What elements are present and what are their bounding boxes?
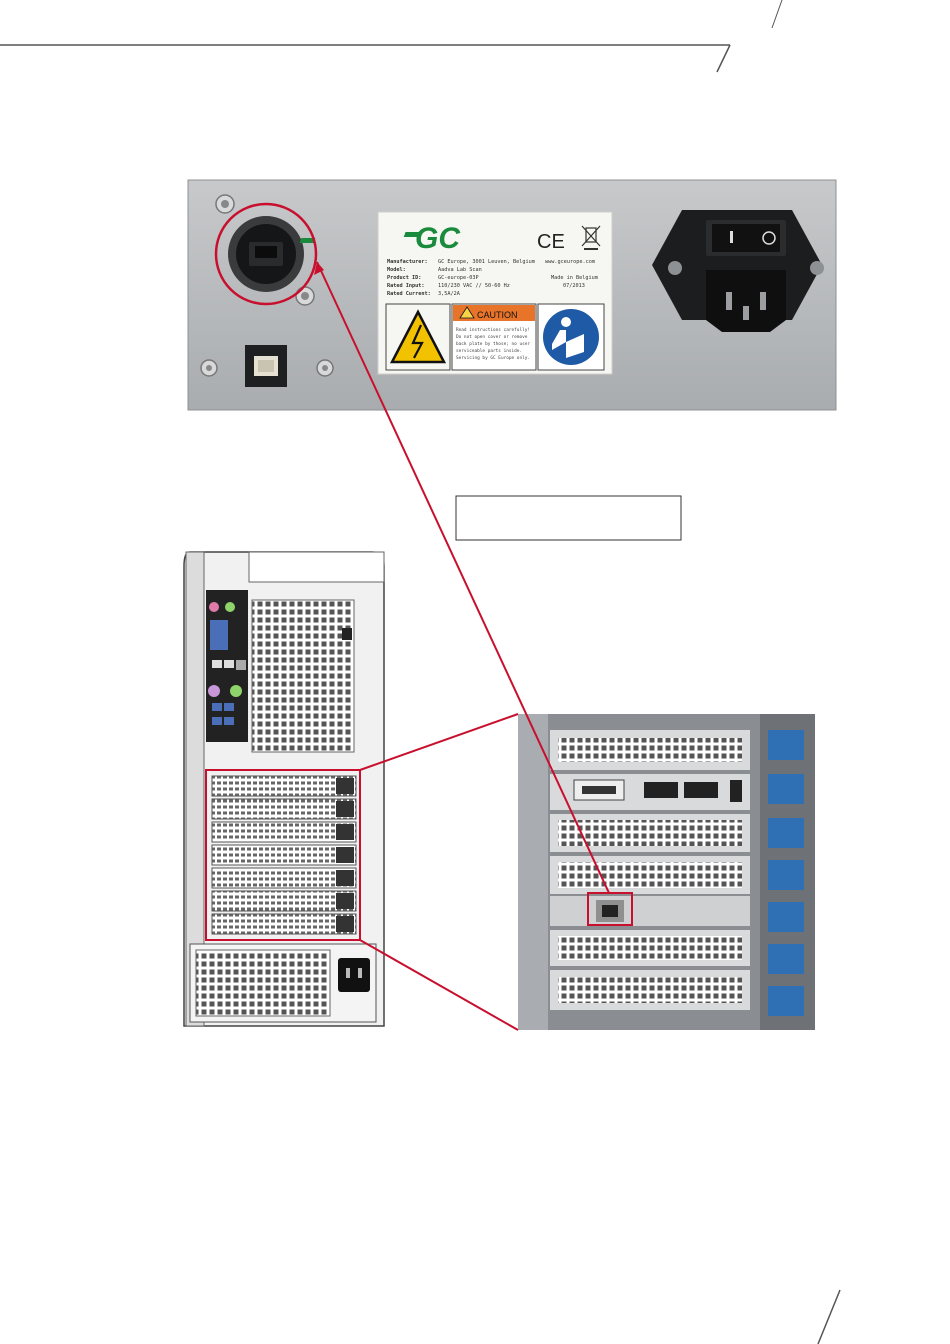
slot-bracket (550, 970, 750, 1010)
label-key: Manufacturer: (387, 259, 428, 265)
connector-lines (314, 261, 610, 1031)
product-label-plate: GC CE Manufacturer: GC Europe, 3001 Leuv… (299, 211, 613, 375)
scanner-ethernet-port (228, 216, 304, 292)
network-card-bracket (550, 892, 750, 926)
slot-bracket (550, 856, 750, 894)
slot-bracket (550, 930, 750, 966)
label-key: Rated Current: (387, 291, 431, 297)
io-panel (206, 590, 248, 742)
callout-box (455, 495, 682, 541)
caution-line: Do not open cover or remove (456, 334, 528, 340)
expansion-slots (205, 769, 361, 941)
caution-line: serviceable parts inside. (456, 348, 522, 354)
gc-logo: GC (415, 222, 461, 255)
label-key: Product ID: (387, 275, 421, 281)
label-value: GC-europe-03P (438, 275, 479, 281)
switch-on-mark (730, 231, 733, 243)
graphics-card-bracket (550, 774, 750, 810)
caution-line: Servicing by GC Europe only. (456, 355, 530, 361)
power-supply-unit (189, 943, 377, 1023)
scanner-back-panel-photo: GC CE Manufacturer: GC Europe, 3001 Leuv… (187, 179, 837, 411)
expansion-slot-photo (518, 714, 815, 1030)
slot-bracket (550, 730, 750, 770)
port-highlight-circle (214, 202, 318, 306)
label-made-in: Made in Belgium (551, 275, 598, 281)
footer-page-mark (817, 1289, 841, 1344)
label-website: www.gceurope.com (545, 259, 595, 265)
screw-icon (200, 359, 218, 377)
usb-b-port (245, 345, 287, 387)
crossed-bin-icon (581, 225, 601, 250)
lock-slot (342, 628, 352, 640)
screw-icon (295, 286, 315, 306)
label-value: 110/230 VAC // 50-60 Hz (438, 283, 510, 289)
caution-line: Read instructions carefully! (456, 327, 530, 333)
caution-notice: CAUTION Read instructions carefully! Do … (451, 303, 537, 371)
label-value: 3,5A/2A (438, 291, 461, 297)
label-value: Aadva Lab Scan (438, 267, 482, 273)
ce-mark: CE (537, 231, 565, 253)
slot-bracket (550, 814, 750, 852)
label-date: 07/2013 (563, 283, 585, 289)
caution-line: back plate by those; no user (456, 341, 530, 347)
retention-clips (768, 730, 804, 1016)
read-manual-icon (537, 303, 605, 371)
label-key: Model: (387, 267, 406, 273)
switch-off-mark (762, 231, 776, 245)
power-inlet-module (652, 210, 824, 332)
header-rule (0, 0, 783, 73)
label-value: GC Europe, 3001 Leuven, Belgium (438, 259, 535, 265)
pc-tower-rear-drawing (183, 551, 385, 1027)
label-key: Rated Input: (387, 283, 424, 289)
screw-icon (316, 359, 334, 377)
screw-icon (215, 194, 235, 214)
caution-title: CAUTION (477, 310, 518, 320)
high-voltage-warning-icon (385, 303, 451, 371)
